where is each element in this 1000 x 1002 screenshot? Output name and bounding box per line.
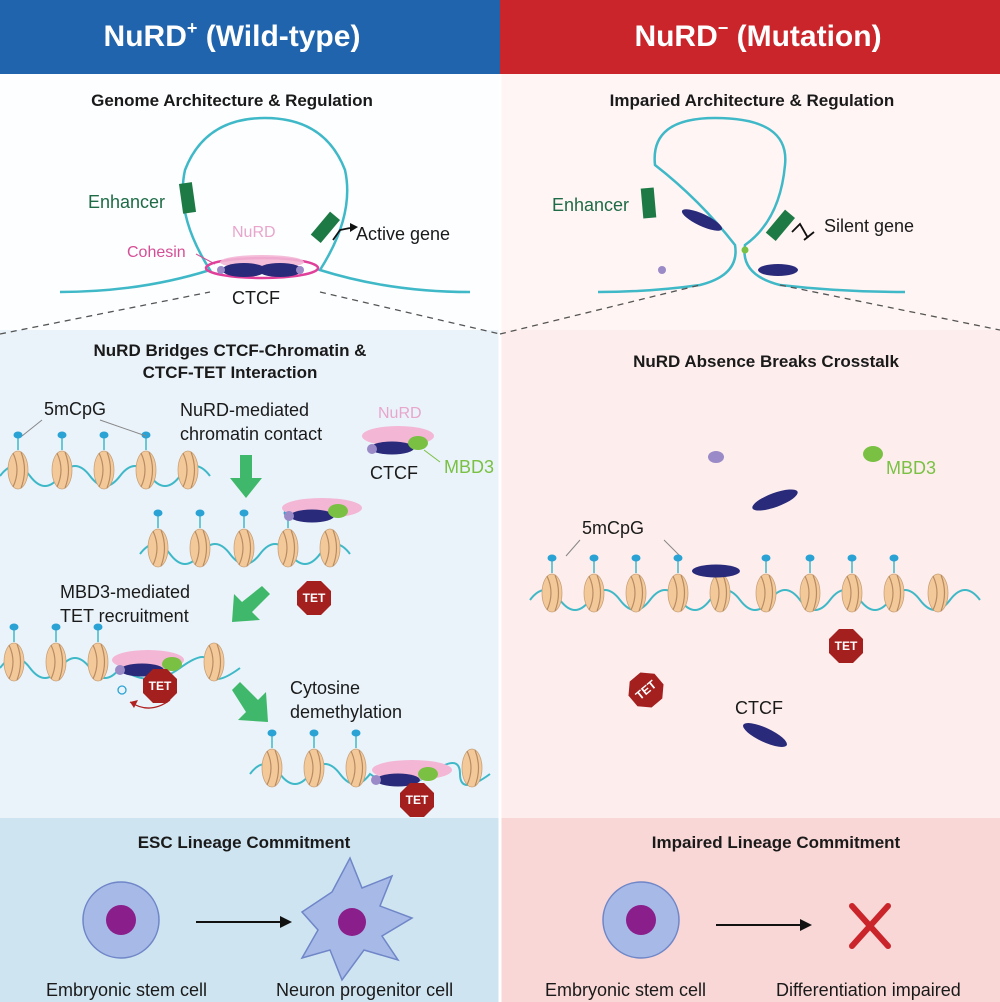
active-gene-block (310, 211, 341, 243)
right-mid-title: NuRD Absence Breaks Crosstalk (633, 352, 899, 371)
svg-text:TET: TET (406, 793, 429, 807)
cross-icon (849, 903, 891, 949)
tet-bound-2: TET (400, 783, 434, 817)
ctcf-free-3 (752, 489, 798, 511)
active-gene-label: Active gene (356, 224, 450, 244)
cell1-label-left: Embryonic stem cell (46, 980, 207, 1000)
nurd-free (708, 451, 724, 463)
step1-line2: chromatin contact (180, 424, 322, 444)
cohesin-label: Cohesin (127, 244, 186, 261)
svg-text:TET: TET (835, 639, 858, 653)
ctcf-label: CTCF (232, 288, 280, 308)
right-bottom-panel (500, 818, 1000, 1002)
right-header-title: NuRD− (Mutation) (634, 18, 881, 53)
mcpg-label-left: 5mCpG (44, 399, 106, 419)
chromatin-row-2 (139, 498, 362, 568)
left-top-title: Genome Architecture & Regulation (91, 91, 373, 110)
chromatin-row-4 (249, 728, 491, 788)
enhancer-label: Enhancer (88, 192, 165, 212)
enhancer-block-mut (640, 187, 657, 219)
dna-loop (59, 116, 471, 294)
cell2-label-left: Neuron progenitor cell (276, 980, 453, 1000)
ctcf-label-right: CTCF (735, 698, 783, 718)
left-mid-title-2: CTCF-TET Interaction (143, 363, 318, 382)
nurd-label: NuRD (232, 224, 276, 241)
ctcf-free-2 (758, 264, 798, 276)
dna-open-loop (597, 116, 906, 294)
tet-bound-1: TET (143, 669, 177, 703)
left-header-title: NuRD+ (Wild-type) (104, 18, 361, 53)
step2-line2: TET recruitment (60, 606, 189, 626)
nurd-ctcf-mbd3-complex (362, 426, 434, 455)
step2-line1: MBD3-mediated (60, 582, 190, 602)
silent-gene-label: Silent gene (824, 216, 914, 236)
step3-line1: Cytosine (290, 678, 360, 698)
silent-gene-block (765, 209, 796, 241)
right-bottom-title: Impaired Lineage Commitment (652, 833, 901, 852)
ctcf-free-1 (681, 209, 723, 231)
mbd3-label-right: MBD3 (886, 458, 936, 478)
svg-text:TET: TET (303, 591, 326, 605)
legend-ctcf: CTCF (370, 463, 418, 483)
tet-free-left: TET (297, 581, 331, 615)
mcpg-label-right: 5mCpG (582, 518, 644, 538)
ctcf-right (258, 263, 302, 277)
enhancer-label-mut: Enhancer (552, 195, 629, 215)
ctcf-free-4 (743, 723, 787, 747)
mbd3-free (863, 446, 883, 462)
legend-mbd3: MBD3 (444, 457, 494, 477)
tet-free-right-2: TET (622, 666, 670, 714)
left-header-bar (0, 0, 500, 74)
step1-line1: NuRD-mediated (180, 400, 309, 420)
cell2-label-right: Differentiation impaired (776, 980, 961, 1000)
left-mid-title-1: NuRD Bridges CTCF-Chromatin & (94, 341, 367, 360)
left-bottom-title: ESC Lineage Commitment (138, 833, 351, 852)
arrow-down-1 (230, 455, 262, 498)
arrow-diag-2 (232, 682, 268, 722)
chromatin-row-1 (0, 430, 211, 490)
left-bottom-panel (0, 818, 500, 1002)
arrow-diag-1 (232, 586, 270, 622)
tet-free-right-1: TET (829, 629, 863, 663)
right-top-title: Imparied Architecture & Regulation (610, 91, 895, 110)
chromatin-row-right (529, 553, 981, 613)
right-header-bar (500, 0, 1000, 74)
ctcf-left (222, 263, 266, 277)
cell1-label-right: Embryonic stem cell (545, 980, 706, 1000)
enhancer-block (178, 182, 197, 214)
legend-nurd: NuRD (378, 405, 422, 422)
chromatin-row-3 (0, 622, 241, 709)
step3-line2: demethylation (290, 702, 402, 722)
svg-text:TET: TET (149, 679, 172, 693)
